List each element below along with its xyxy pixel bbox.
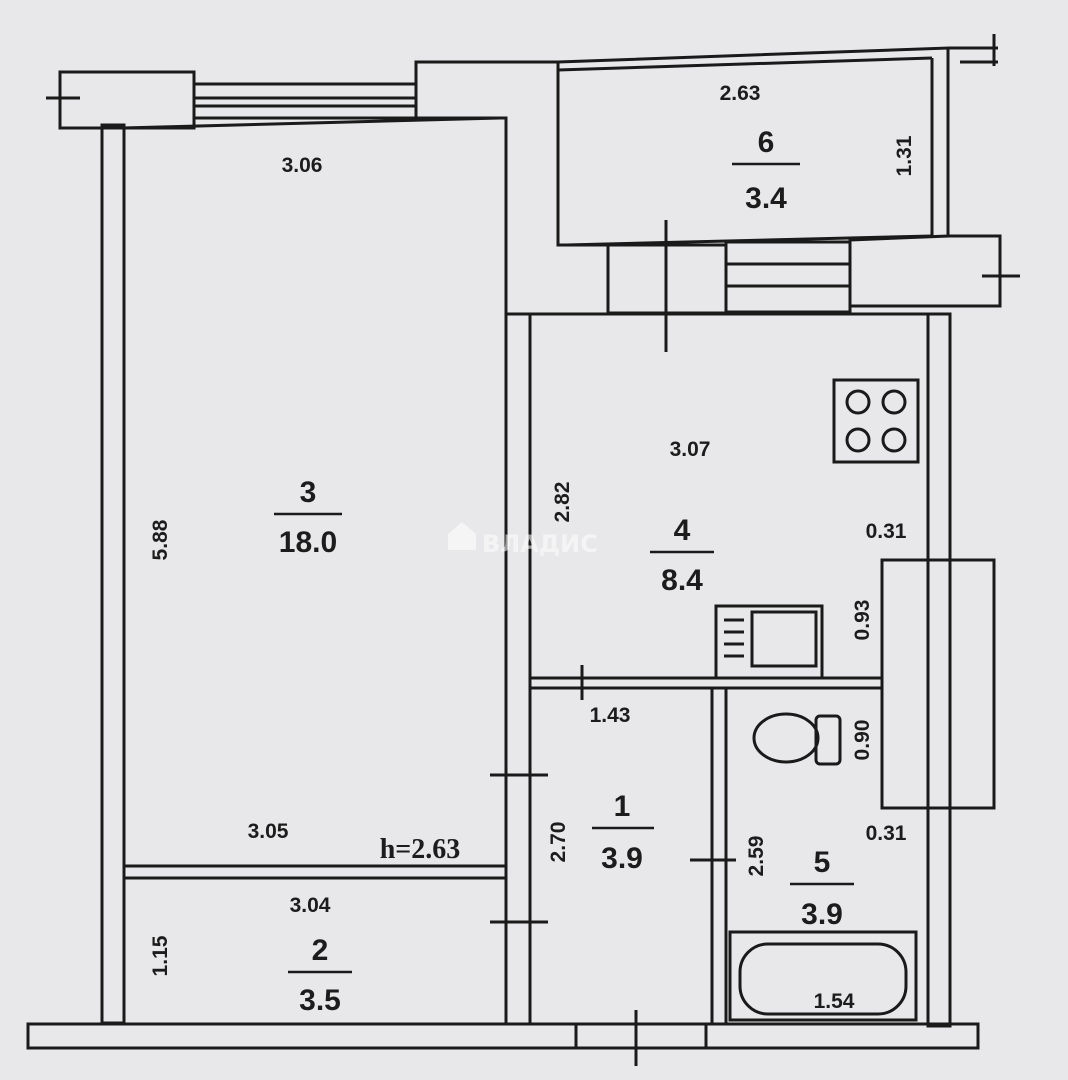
dim-room2-side: 1.15 bbox=[149, 935, 172, 976]
dim-duct-upper: 0.93 bbox=[851, 600, 874, 641]
hall-partition bbox=[528, 676, 884, 690]
watermark-logo: ВЛАДИС bbox=[448, 522, 598, 558]
room-number: 4 bbox=[674, 514, 691, 547]
bottom-outer-wall bbox=[26, 1022, 980, 1050]
dim-kitchen-top: 3.07 bbox=[670, 438, 711, 461]
sink-icon bbox=[714, 604, 824, 680]
room-number: 2 bbox=[312, 934, 329, 967]
kitchen-window bbox=[724, 240, 852, 314]
dim-hall-top: 1.43 bbox=[590, 704, 631, 727]
bathtub-icon bbox=[728, 930, 918, 1022]
room-number: 1 bbox=[614, 790, 631, 823]
room2-partition bbox=[122, 864, 508, 880]
room-2-label: 2 3.5 bbox=[288, 934, 352, 1017]
room-3-label: 3 18.0 bbox=[274, 476, 342, 559]
dim-room6-top: 2.63 bbox=[720, 82, 761, 105]
room-area: 3.4 bbox=[745, 182, 787, 215]
dim-room3-bottom: 3.05 bbox=[248, 820, 289, 843]
dim-wall-top: 0.31 bbox=[866, 520, 907, 543]
room-area: 18.0 bbox=[279, 526, 337, 559]
dim-room2-top: 3.04 bbox=[290, 894, 331, 917]
room-area: 3.9 bbox=[601, 842, 643, 875]
toilet-icon bbox=[752, 712, 842, 766]
dim-room6-side: 1.31 bbox=[893, 135, 916, 176]
room-6-label: 6 3.4 bbox=[732, 126, 800, 215]
room-number: 3 bbox=[300, 476, 317, 509]
stove-icon bbox=[832, 378, 920, 464]
dim-bathtub: 1.54 bbox=[814, 990, 855, 1013]
right-outer-wall bbox=[926, 312, 952, 1028]
walls bbox=[26, 34, 1020, 1066]
watermark-text: ВЛАДИС bbox=[482, 530, 598, 558]
room-1-label: 1 3.9 bbox=[592, 790, 654, 875]
dim-room3-side: 5.88 bbox=[149, 519, 172, 560]
dim-bath-side: 2.59 bbox=[745, 836, 768, 877]
dim-duct-lower: 0.90 bbox=[851, 720, 874, 761]
room-number: 5 bbox=[814, 846, 831, 879]
dim-room3-top: 3.06 bbox=[282, 154, 323, 177]
room-area: 8.4 bbox=[661, 564, 703, 597]
room-4-label: 4 8.4 bbox=[650, 514, 714, 597]
room-area: 3.5 bbox=[299, 984, 341, 1017]
dim-hall-side: 2.70 bbox=[547, 822, 570, 863]
ceiling-height: h=2.63 bbox=[380, 834, 461, 865]
dim-kitchen-side: 2.82 bbox=[551, 482, 574, 523]
room-number: 6 bbox=[758, 126, 775, 159]
room-5-label: 5 3.9 bbox=[790, 846, 854, 931]
room-area: 3.9 bbox=[801, 898, 843, 931]
dim-wall-bottom: 0.31 bbox=[866, 822, 907, 845]
dimension-labels: 3.06 5.88 3.05 h=2.63 3.04 1.15 2.63 1.3… bbox=[149, 82, 916, 1013]
